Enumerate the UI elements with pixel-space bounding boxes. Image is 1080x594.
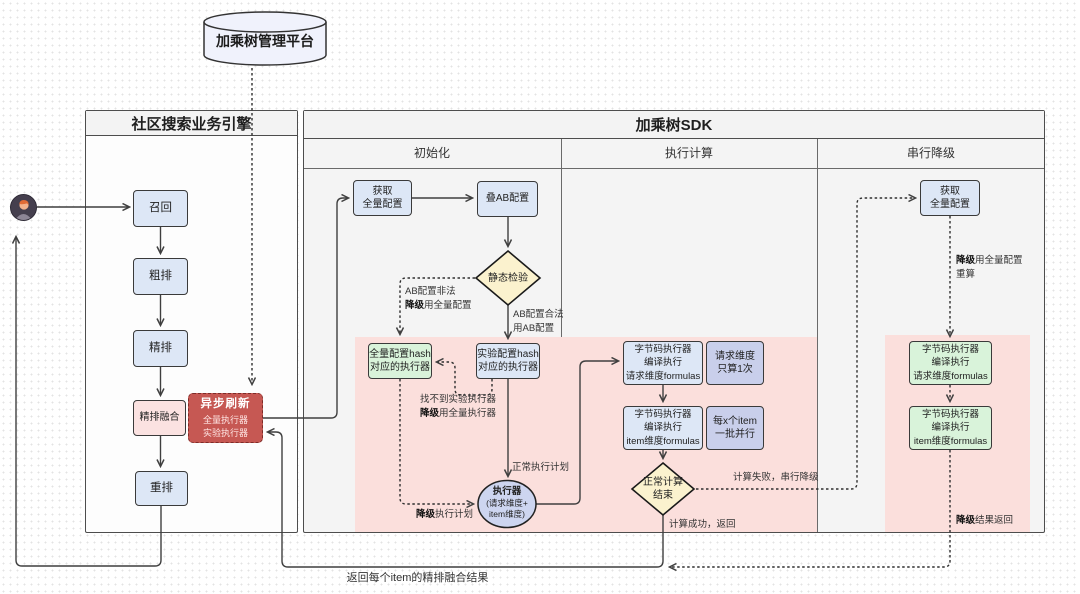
node-rerank: 重排 <box>135 471 188 506</box>
sdk-col-label-degrade: 串行降级 <box>906 146 956 160</box>
engine-frame-title: 社区搜索业务引擎 <box>86 111 297 136</box>
diamond-calc-result <box>630 461 696 517</box>
node-fetch-config-degrade: 获取 全量配置 <box>920 180 980 216</box>
label-degrade-return: 降级结果返回 <box>956 515 1014 526</box>
node-bytecode-req: 字节码执行器 编译执行 请求维度formulas <box>623 341 703 385</box>
engine-frame: 社区搜索业务引擎 <box>85 110 298 533</box>
node-bytecode-item-degrade: 字节码执行器 编译执行 item维度formulas <box>909 406 992 450</box>
edge-refresh-to-fetch <box>263 198 348 419</box>
label-calc-ok: 计算成功，返回 <box>669 519 736 530</box>
node-full-hash-executor: 全量配置hash 对应的执行器 <box>368 343 432 379</box>
label-ab-valid: AB配置合法 用AB配置 <box>513 309 564 334</box>
note-item-batch: 每x个item 一批并行 <box>706 406 764 450</box>
label-normal-plan: 正常执行计划 <box>512 462 570 473</box>
engine-title-text: 社区搜索业务引擎 <box>131 115 252 133</box>
edge-degrade-result-return <box>670 450 951 567</box>
sdk-col-divider-1 <box>561 139 562 532</box>
node-fetch-config: 获取 全量配置 <box>353 180 412 216</box>
label-calc-result: 正常计算 结束 <box>643 477 683 501</box>
node-exp-hash-executor: 实验配置hash 对应的执行器 <box>476 343 540 379</box>
node-merge-ab-config: 叠AB配置 <box>477 181 538 217</box>
node-fine-rank: 精排 <box>133 330 188 367</box>
label-ab-invalid: AB配置非法 降级用全量配置 <box>405 286 472 311</box>
label-no-exp-executor: 找不到实验执行器 降级用全量执行器 <box>420 394 497 419</box>
sdk-subheader-row <box>304 139 1044 169</box>
executor-circle <box>477 479 537 529</box>
sdk-col-label-init: 初始化 <box>413 146 451 160</box>
node-fine-fusion: 精排融合 <box>133 400 186 436</box>
label-degrade-recalc: 降级用全量配置 重算 <box>956 255 1023 280</box>
platform-db-cylinder <box>203 11 327 66</box>
edge-rerank-to-user <box>16 237 162 567</box>
edge-result-to-refresh <box>268 432 664 568</box>
note-req-once: 请求维度 只算1次 <box>706 341 764 385</box>
node-bytecode-item: 字节码执行器 编译执行 item维度formulas <box>623 406 703 450</box>
edge-executor-to-bytecode-req <box>536 361 618 505</box>
label-executor-circle: 执行器 (请求维度+ item维度) <box>486 486 528 520</box>
sdk-frame-title: 加乘树SDK <box>304 111 1044 139</box>
label-degrade-plan: 降级执行计划 <box>416 509 474 520</box>
sdk-title-text: 加乘树SDK <box>635 117 713 134</box>
edge-fail-to-serial-degrade <box>696 198 915 490</box>
edge-noexp-degrade <box>437 362 493 396</box>
sdk-col-label-exec: 执行计算 <box>664 146 714 160</box>
person-icon <box>11 195 36 220</box>
node-async-refresh: 异步刷新 全量执行器 实验执行器 <box>188 393 263 443</box>
label-static-check: 静态检验 <box>488 273 528 284</box>
label-final-return: 返回每个item的精排融合结果 <box>346 572 489 584</box>
node-bytecode-req-degrade: 字节码执行器 编译执行 请求维度formulas <box>909 341 992 385</box>
node-rough-rank: 粗排 <box>133 258 188 295</box>
platform-label: 加乘树管理平台 <box>216 33 314 49</box>
label-calc-fail: 计算失败，串行降级 <box>733 472 819 483</box>
node-recall: 召回 <box>133 190 188 227</box>
sdk-col-divider-2 <box>817 139 818 532</box>
user-avatar <box>10 194 37 221</box>
diamond-static-check <box>474 249 542 307</box>
